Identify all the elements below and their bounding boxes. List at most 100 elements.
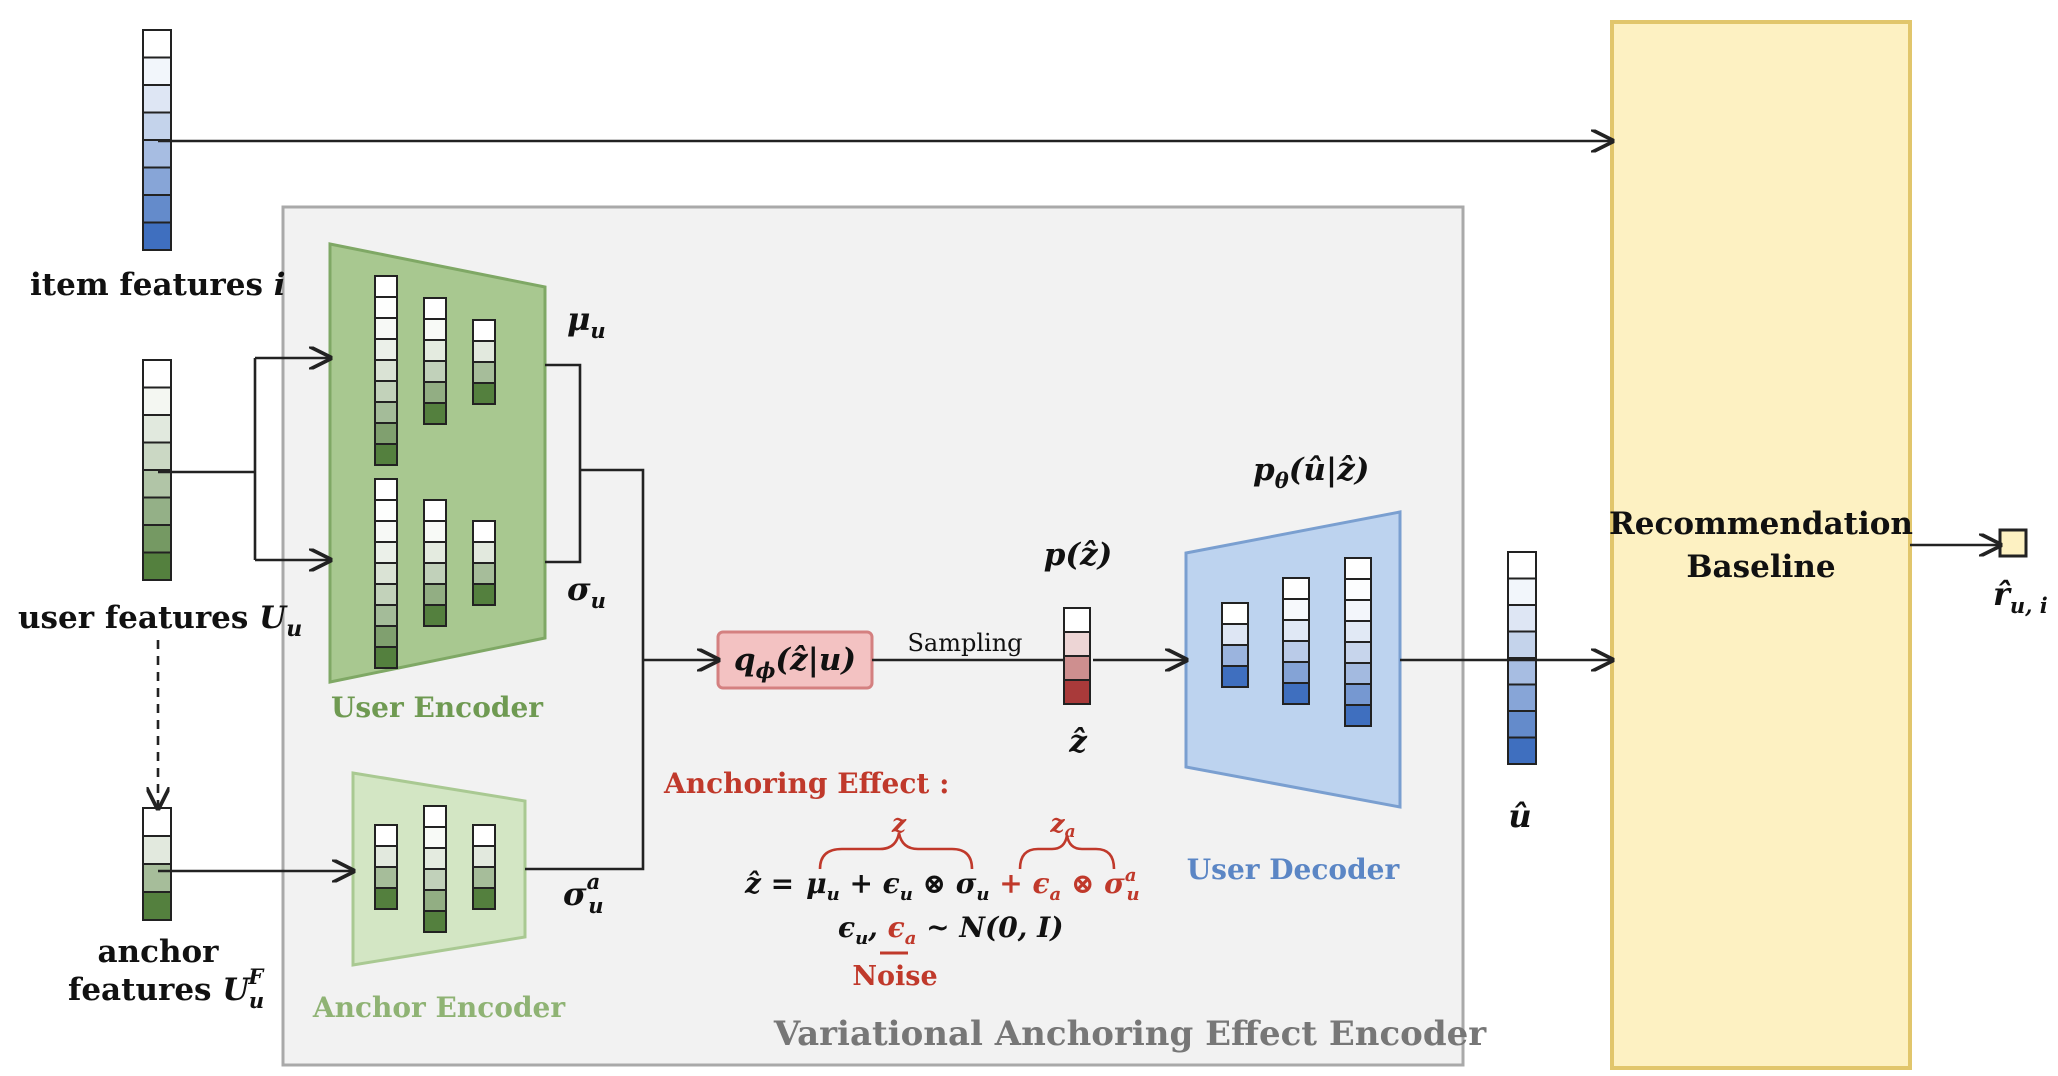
vector-cell (423, 583, 447, 606)
vector-cell (142, 551, 172, 581)
anchor-features-vector (142, 807, 172, 921)
vector-cell (423, 868, 447, 891)
connectors (158, 141, 2000, 871)
vector-cell (472, 319, 496, 342)
vector-cell (1344, 620, 1372, 643)
vector-cell (423, 339, 447, 362)
vector-cell (472, 541, 496, 564)
vector-cell (1344, 662, 1372, 685)
vector-cell (374, 380, 398, 403)
vector-cell (472, 583, 496, 606)
user-features-label: user features Uu (18, 600, 302, 642)
brace-za (1018, 834, 1116, 870)
prior-label: p(ẑ) (1044, 537, 1113, 573)
user-encoder-layer1-sigma (374, 478, 398, 669)
anchor-features-label-line1: anchor (97, 934, 219, 970)
vector-cell (1282, 640, 1310, 663)
vector-cell (472, 340, 496, 363)
vector-cell (142, 84, 172, 114)
vector-cell (1221, 623, 1249, 646)
user-encoder-layer3-mu (472, 319, 496, 405)
item-features-label: item features i (30, 267, 286, 303)
vector-cell (374, 422, 398, 445)
vector-cell (374, 887, 398, 910)
vector-cell (374, 317, 398, 340)
vector-cell (423, 847, 447, 870)
vector-cell (1282, 619, 1310, 642)
vector-cell (374, 443, 398, 466)
vector-cell (1507, 710, 1537, 739)
vector-cell (1282, 598, 1310, 621)
vector-cell (1282, 577, 1310, 600)
vector-cell (1507, 604, 1537, 633)
vector-cell (472, 520, 496, 543)
baseline-label-line2: Baseline (1686, 549, 1835, 585)
user-decoder-layer2 (1282, 577, 1310, 705)
mu-u-label: μu (567, 300, 606, 343)
vector-cell (142, 166, 172, 196)
brace-za-label: za (1049, 809, 1075, 842)
user-encoder-layer2-mu (423, 297, 447, 425)
vector-cell (1063, 655, 1091, 681)
anchor-encoder-layer1 (374, 824, 398, 910)
vector-cell (142, 56, 172, 86)
output-rating-label: r̂u, i (1993, 575, 2048, 618)
user-features-vector (142, 359, 172, 581)
variational-encoder-label: Variational Anchoring Effect Encoder (773, 1014, 1487, 1054)
user-split-line (158, 358, 257, 560)
vector-cell (374, 520, 398, 543)
vector-cell (374, 401, 398, 424)
vector-cell (142, 139, 172, 169)
vector-cell (472, 824, 496, 847)
vector-cell (1221, 665, 1249, 688)
user-decoder-layer3 (1344, 557, 1372, 727)
vector-cell (423, 910, 447, 933)
vector-cell (1344, 578, 1372, 601)
vector-cell (374, 845, 398, 868)
vector-cell (1063, 607, 1091, 633)
baseline-label-line1: Recommendation (1609, 506, 1913, 542)
posterior-label: qϕ(ẑ|u) (734, 642, 856, 683)
vector-cell (1507, 577, 1537, 606)
decoder-title: pθ(û|ẑ) (1253, 452, 1369, 493)
vector-cell (1344, 641, 1372, 664)
vector-cell (374, 296, 398, 319)
vector-cell (472, 866, 496, 889)
anchoring-effect-title: Anchoring Effect : (663, 767, 949, 800)
sampling-label: Sampling (907, 629, 1022, 657)
user-encoder-layer2-sigma (423, 499, 447, 627)
user-encoder-layer3-sigma (472, 520, 496, 606)
vector-cell (1344, 599, 1372, 622)
vector-cell (423, 360, 447, 383)
user-decoder-layer1 (1221, 602, 1249, 688)
vector-cell (374, 499, 398, 522)
latent-z-label: ẑ (1068, 724, 1088, 760)
sigma-u-label: σu (567, 570, 606, 613)
vector-cell (423, 826, 447, 849)
vector-cell (1507, 551, 1537, 580)
brace-z-label: z (891, 809, 907, 838)
vector-cell (423, 541, 447, 564)
anchor-encoder-layer2 (423, 805, 447, 933)
mu-sigma-bracket (545, 363, 582, 564)
vector-cell (423, 318, 447, 341)
vector-cell (142, 221, 172, 251)
vector-cell (374, 646, 398, 669)
vector-cell (1282, 661, 1310, 684)
vector-cell (374, 478, 398, 501)
vector-cell (1507, 630, 1537, 659)
vector-cell (423, 562, 447, 585)
vector-cell (374, 625, 398, 648)
vector-cell (374, 824, 398, 847)
vector-cell (1344, 557, 1372, 580)
vector-cell (423, 499, 447, 522)
user-encoder-layer1-mu (374, 275, 398, 466)
vector-cell (142, 386, 172, 416)
vector-cell (1507, 657, 1537, 686)
vector-cell (423, 402, 447, 425)
vector-cell (472, 562, 496, 585)
vector-cell (472, 845, 496, 868)
